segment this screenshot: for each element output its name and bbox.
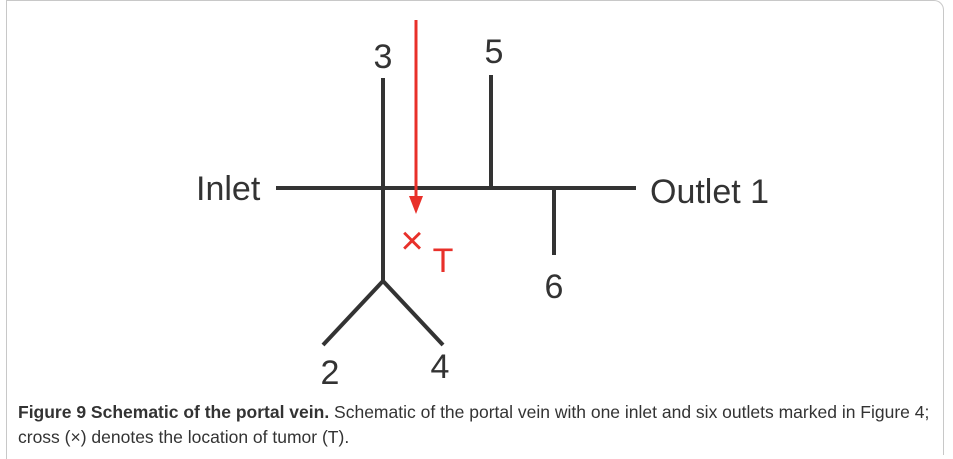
branch-4-label: 4	[431, 348, 450, 386]
frame-edge	[6, 455, 7, 459]
tumor-label: T	[433, 242, 454, 280]
branch-5-label: 5	[485, 33, 504, 71]
outlet-1-label: Outlet 1	[650, 173, 769, 211]
branch-2-line	[321, 279, 385, 347]
figure-caption: Figure 9 Schematic of the portal vein. S…	[18, 400, 938, 450]
figure-frame	[6, 0, 944, 455]
tumor-arrow-head	[409, 196, 423, 214]
branch-2-label: 2	[321, 354, 340, 392]
caption-title: Figure 9 Schematic of the portal vein.	[18, 402, 330, 422]
portal-vein-diagram: × Inlet Outlet 1 3 5 6 2 4 T	[196, 20, 769, 392]
caption-text: Schematic of the portal vein with one in…	[18, 402, 930, 447]
tumor-cross-marker: ×	[400, 219, 423, 263]
inlet-label: Inlet	[196, 170, 261, 208]
branch-3-label: 3	[374, 38, 393, 76]
branch-6-label: 6	[545, 268, 564, 306]
branch-4-line	[381, 279, 445, 347]
